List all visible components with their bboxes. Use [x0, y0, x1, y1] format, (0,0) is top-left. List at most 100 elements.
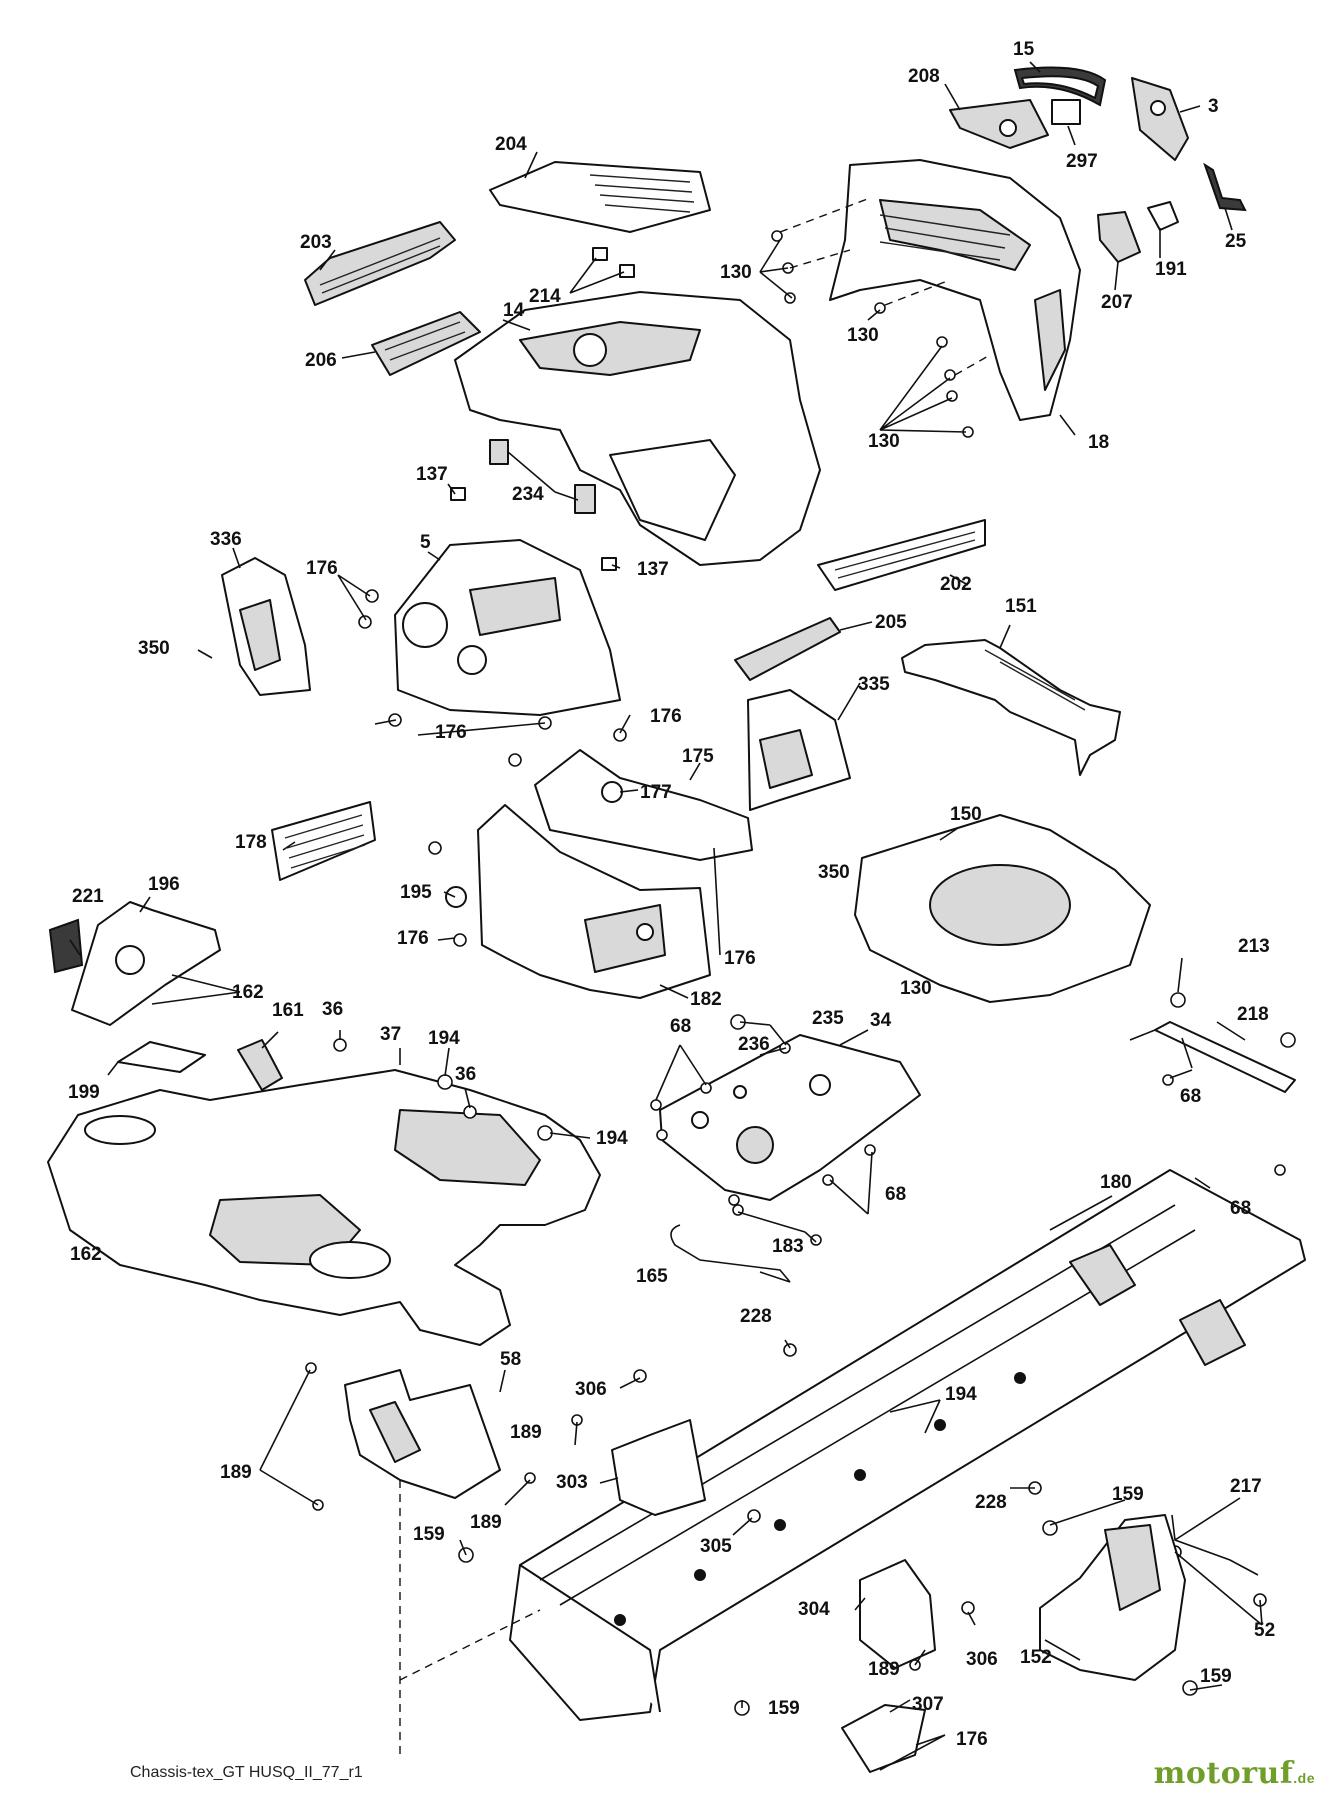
callout-162-a: 162 — [232, 982, 264, 1003]
part-150-pan — [854, 814, 1151, 1003]
callout-137-a: 137 — [416, 464, 448, 485]
callout-151: 151 — [1005, 596, 1037, 617]
part-208-bracket — [949, 99, 1049, 149]
callout-162-b: 162 — [70, 1244, 102, 1265]
callout-165: 165 — [636, 1266, 668, 1287]
part-336-side-panel — [221, 557, 311, 696]
callout-194-b: 194 — [596, 1128, 628, 1149]
callout-161: 161 — [272, 1000, 304, 1021]
part-18-front-grille — [829, 159, 1081, 421]
callout-68-c: 68 — [885, 1184, 906, 1205]
callout-176-c: 176 — [435, 722, 467, 743]
callout-18: 18 — [1088, 432, 1109, 453]
callout-234: 234 — [512, 484, 544, 505]
part-307-cover — [841, 1704, 926, 1773]
leader-lines — [69, 61, 1263, 1771]
part-196-console — [71, 901, 221, 1026]
callout-175: 175 — [682, 746, 714, 767]
part-206-insert — [371, 311, 481, 376]
callout-207: 207 — [1101, 292, 1133, 313]
callout-15: 15 — [1013, 39, 1035, 60]
callout-306-b: 306 — [966, 1649, 998, 1670]
part-202-grille — [817, 519, 986, 591]
alignment-lines — [399, 197, 991, 1760]
callout-236: 236 — [738, 1034, 770, 1055]
callout-218: 218 — [1237, 1004, 1269, 1025]
callout-228-a: 228 — [740, 1306, 772, 1327]
callout-350-a: 350 — [138, 638, 170, 659]
callout-14: 14 — [503, 300, 525, 321]
callout-297: 297 — [1066, 151, 1098, 172]
watermark-logo: motoruf.de — [1154, 1756, 1315, 1791]
part-3-panel — [1131, 77, 1189, 161]
callout-176-b: 176 — [650, 706, 682, 727]
callout-228-b: 228 — [975, 1492, 1007, 1513]
part-165-rod — [670, 1224, 791, 1283]
callout-130-a: 130 — [720, 262, 752, 283]
callout-213: 213 — [1238, 936, 1270, 957]
callout-159-b: 159 — [413, 1524, 445, 1545]
callout-189-d: 189 — [868, 1659, 900, 1680]
callout-304: 304 — [798, 1599, 830, 1620]
callout-37: 37 — [380, 1024, 401, 1045]
callout-178: 178 — [235, 832, 267, 853]
callout-180: 180 — [1100, 1172, 1132, 1193]
callout-52: 52 — [1254, 1620, 1275, 1641]
watermark-tld: .de — [1293, 1770, 1315, 1786]
part-14-hood — [454, 291, 821, 566]
callout-303: 303 — [556, 1472, 588, 1493]
callout-152: 152 — [1020, 1647, 1052, 1668]
callout-336: 336 — [210, 529, 242, 550]
callout-176-d: 176 — [397, 928, 429, 949]
callout-208: 208 — [908, 66, 940, 87]
part-137-clips — [450, 487, 617, 571]
callout-214: 214 — [529, 286, 561, 307]
part-195-knob — [445, 886, 467, 908]
callout-196: 196 — [148, 874, 180, 895]
part-199-strip — [117, 1041, 206, 1073]
callout-235: 235 — [812, 1008, 844, 1029]
callout-68-d: 68 — [1230, 1198, 1251, 1219]
callout-189-b: 189 — [220, 1462, 252, 1483]
part-5-dash-housing — [394, 539, 621, 716]
callout-150: 150 — [950, 804, 982, 825]
part-15-trim — [1013, 66, 1107, 107]
callout-199: 199 — [68, 1082, 100, 1103]
callout-137-b: 137 — [637, 559, 669, 580]
part-183-bolts — [732, 1204, 822, 1246]
part-25-lens — [1203, 162, 1247, 212]
callout-25: 25 — [1225, 231, 1247, 252]
callout-68-b: 68 — [1180, 1086, 1201, 1107]
part-217-rod — [1171, 1514, 1259, 1576]
part-191-clip — [1147, 201, 1179, 231]
part-58-bracket — [344, 1369, 501, 1499]
part-207-bracket — [1097, 211, 1141, 263]
callout-217: 217 — [1230, 1476, 1262, 1497]
callout-176-e: 176 — [724, 948, 756, 969]
callout-159-a: 159 — [1112, 1484, 1144, 1505]
part-306-nuts — [633, 1369, 975, 1615]
callout-350-b: 350 — [818, 862, 850, 883]
callout-159-c: 159 — [1200, 1666, 1232, 1687]
callout-36-b: 36 — [455, 1064, 476, 1085]
part-178-vent — [271, 801, 376, 881]
callout-labels: 15 208 3 297 25 191 207 204 203 214 130 … — [68, 39, 1275, 1750]
callout-194-c: 194 — [945, 1384, 977, 1405]
part-180-frame — [509, 1169, 1306, 1721]
callout-130-c: 130 — [868, 431, 900, 452]
part-175-bracket — [534, 749, 753, 861]
part-204-hood-cover — [489, 161, 711, 233]
part-221-decal — [48, 918, 84, 974]
part-214-clips — [592, 247, 635, 278]
callout-335: 335 — [858, 674, 890, 695]
part-34-plate — [659, 1034, 921, 1201]
part-297-clip — [1051, 99, 1081, 125]
part-37-fender-deck — [47, 1069, 601, 1346]
part-335-side-panel — [747, 689, 851, 811]
callout-176-a: 176 — [306, 558, 338, 579]
callout-34: 34 — [870, 1010, 892, 1031]
callout-159-d: 159 — [768, 1698, 800, 1719]
part-182-lower-dash — [477, 804, 711, 999]
callout-189-a: 189 — [510, 1422, 542, 1443]
callout-305: 305 — [700, 1536, 732, 1557]
